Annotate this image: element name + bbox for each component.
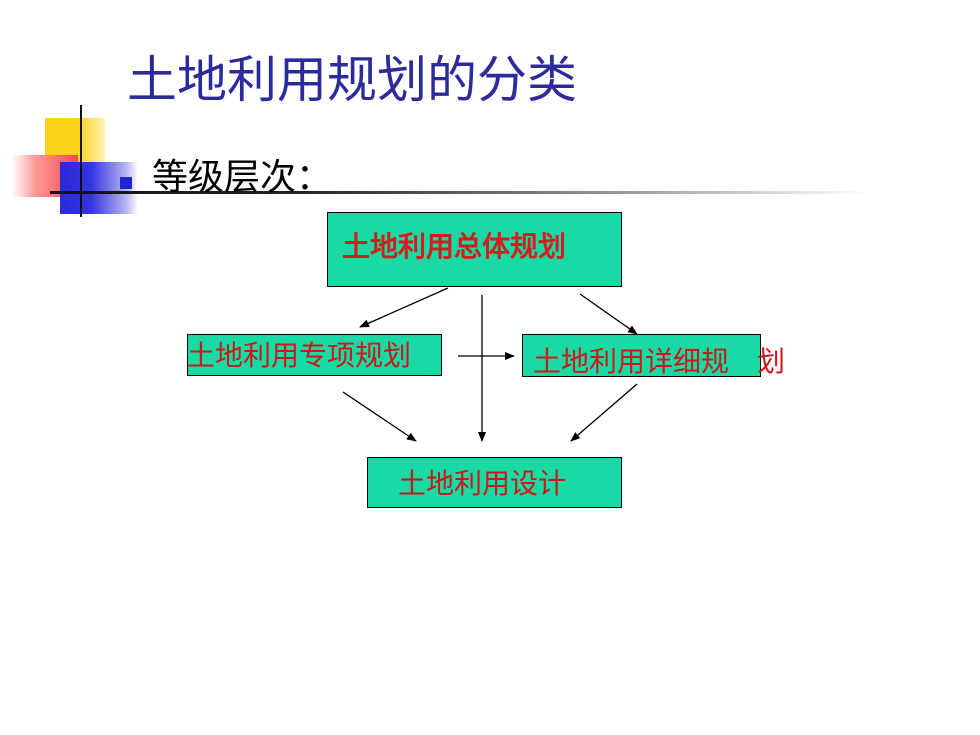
decor-vertical-line (80, 105, 82, 217)
arrow-top-to-right (579, 293, 638, 335)
node-label-detailed-plan: 土地利用详细规 (533, 345, 730, 378)
node-label-design: 土地利用设计 (398, 467, 567, 500)
bullet-text: 等级层次： (152, 157, 333, 198)
node-label-special-plan: 土地利用专项规划 (187, 339, 412, 372)
arrow-right-to-bottom (570, 383, 638, 442)
node-box-design (367, 457, 622, 508)
arrow-left-to-bottom (342, 391, 417, 442)
bullet-square-icon (120, 177, 132, 189)
decor-horizontal-line (50, 191, 870, 194)
node-label-detailed-plan-overflow: 划 (757, 345, 786, 378)
node-box-detailed-plan (522, 334, 761, 377)
arrow-top-to-left (359, 287, 449, 328)
node-box-special-plan (187, 334, 442, 376)
slide-title: 土地利用规划的分类 (127, 51, 577, 109)
node-box-overall-plan (327, 212, 622, 287)
node-label-overall-plan: 土地利用总体规划 (342, 230, 567, 263)
